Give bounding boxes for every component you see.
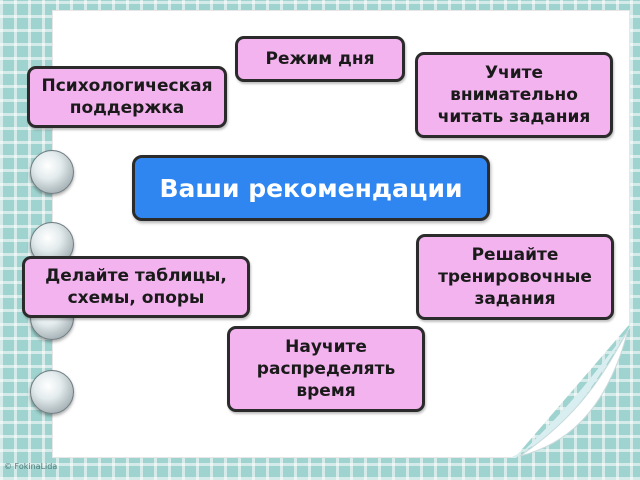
recommendation-daily-routine: Режим дня [235,36,405,82]
recommendation-solve-practice-tasks: Решайте тренировочные задания [416,234,614,320]
page-curl [510,326,630,458]
binder-ring-1 [30,150,74,194]
recommendation-make-tables-schemes: Делайте таблицы, схемы, опоры [22,256,250,318]
recommendation-psychological-support: Психологическая поддержка [27,66,227,128]
recommendation-distribute-time: Научите распределять время [227,326,425,412]
recommendation-read-tasks-carefully: Учите внимательно читать задания [415,52,613,138]
binder-ring-4 [30,370,74,414]
central-title-box: Ваши рекомендации [132,155,490,221]
copyright-text: © FokinaLida [4,462,58,471]
